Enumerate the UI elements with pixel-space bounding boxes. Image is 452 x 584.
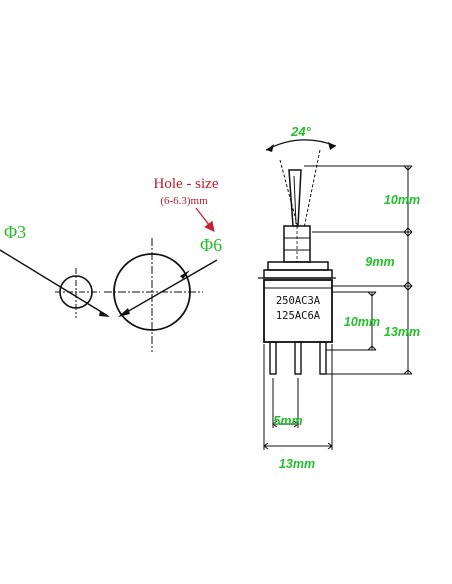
angle-arc: [265, 139, 337, 151]
dimension-pin-spacing: 5mm: [273, 414, 302, 428]
pin-left: [269, 341, 277, 375]
large-hole: [104, 238, 218, 352]
small-hole-leader: [0, 249, 109, 317]
hole-size-arrow: [195, 207, 215, 233]
dimension-pin-length: 10mm: [344, 315, 380, 329]
pin-right: [319, 341, 327, 375]
toggle-switch: 24° 250AC3A 125AC6A: [258, 124, 337, 375]
nut: [267, 261, 329, 271]
hole-size-section: Hole - size (6-6.3)mm Φ3 Φ6: [0, 176, 222, 352]
dimension-lines: [263, 165, 413, 450]
rating-line-1: 250AC3A: [276, 295, 321, 307]
dimension-bushing-height: 9mm: [365, 255, 394, 269]
small-hole-circle: [59, 275, 93, 309]
diameter-large-label: Φ6: [200, 235, 222, 255]
terminal-pins: [269, 341, 327, 375]
hole-size-title: Hole - size: [154, 176, 219, 192]
large-hole-circle: [113, 253, 191, 331]
dimension-body-width: 13mm: [279, 457, 315, 471]
dimension-body-height: 13mm: [384, 325, 420, 339]
small-hole: [0, 249, 110, 318]
angle-label: 24°: [290, 124, 311, 139]
dimension-lever-height: 10mm: [384, 193, 420, 207]
hole-size-range: (6-6.3)mm: [160, 195, 208, 207]
rating-line-2: 125AC6A: [276, 310, 321, 322]
pin-center: [294, 341, 302, 375]
diameter-small-label: Φ3: [4, 222, 26, 242]
mounting-plate: [263, 269, 333, 279]
large-hole-leader: [119, 259, 218, 317]
